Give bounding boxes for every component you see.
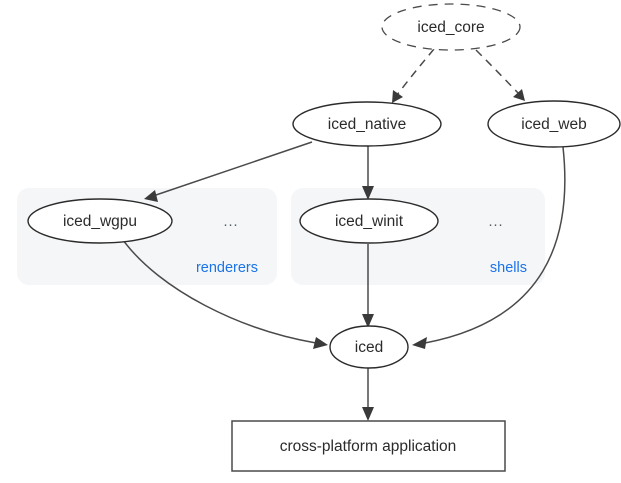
cluster-shells-ellipsis: ... bbox=[488, 214, 503, 230]
cluster-shells-label: shells bbox=[490, 260, 527, 276]
edge-iced-core-to-iced-web bbox=[475, 49, 525, 101]
arrowhead-iced-from-wgpu bbox=[313, 337, 328, 349]
node-cross-platform-application-shape[interactable] bbox=[231, 420, 506, 472]
edge-iced-core-to-iced-native bbox=[392, 48, 435, 103]
node-iced-core-shape[interactable] bbox=[381, 3, 521, 51]
arrowhead-iced-web bbox=[513, 89, 525, 101]
cluster-renderers-label: renderers bbox=[196, 260, 258, 276]
arrowhead-iced-native bbox=[392, 90, 403, 103]
edge-iced-web-to-iced bbox=[412, 146, 566, 349]
node-iced-native-label: iced_native bbox=[328, 116, 406, 133]
node-iced-native[interactable]: iced_native bbox=[292, 101, 442, 147]
node-iced-web[interactable]: iced_web bbox=[487, 100, 621, 148]
edge-iced-native-to-iced-wgpu bbox=[144, 141, 313, 202]
node-cross-platform-application[interactable]: cross-platform application bbox=[231, 420, 506, 472]
cluster-renderers-ellipsis: ... bbox=[223, 214, 238, 230]
node-iced-wgpu-shape[interactable] bbox=[27, 198, 173, 244]
node-cross-platform-application-label: cross-platform application bbox=[280, 438, 457, 455]
node-iced-label: iced bbox=[355, 339, 383, 356]
node-iced-wgpu[interactable]: iced_wgpu bbox=[27, 198, 173, 244]
edge-iced-wgpu-to-iced bbox=[122, 239, 328, 349]
node-iced-core[interactable]: iced_core bbox=[381, 3, 521, 51]
edge-iced-to-application bbox=[362, 368, 374, 421]
node-iced-shape[interactable] bbox=[329, 325, 409, 369]
arrowhead-iced-winit bbox=[362, 186, 374, 200]
arrowhead-iced-wgpu bbox=[144, 190, 158, 202]
node-iced-web-label: iced_web bbox=[521, 116, 587, 133]
edge-iced-native-to-iced-winit bbox=[362, 145, 374, 200]
node-iced-web-shape[interactable] bbox=[487, 100, 621, 148]
node-iced-winit[interactable]: iced_winit bbox=[299, 198, 439, 244]
node-iced[interactable]: iced bbox=[329, 325, 409, 369]
arrowhead-application bbox=[362, 407, 374, 421]
edge-iced-winit-to-iced bbox=[362, 244, 374, 328]
arrowhead-iced-from-web bbox=[412, 337, 427, 349]
node-iced-native-shape[interactable] bbox=[292, 101, 442, 147]
node-iced-core-label: iced_core bbox=[417, 19, 484, 36]
node-iced-winit-label: iced_winit bbox=[335, 213, 404, 230]
node-iced-wgpu-label: iced_wgpu bbox=[63, 213, 137, 230]
node-iced-winit-shape[interactable] bbox=[299, 198, 439, 244]
arrowhead-iced-from-winit bbox=[362, 314, 374, 328]
